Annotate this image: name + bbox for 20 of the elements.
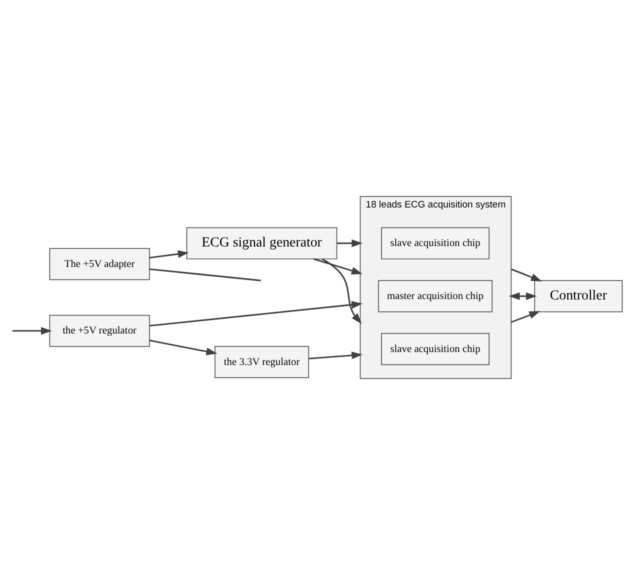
- node-box: master acquisition chip: [378, 280, 493, 312]
- node-box: the +5V regulator: [49, 314, 150, 347]
- node-box: ECG signal generator: [186, 227, 338, 260]
- arrow: [510, 311, 540, 323]
- arrow: [508, 292, 537, 300]
- arrow: [150, 300, 363, 327]
- node-box: slave acquisition chip: [381, 333, 490, 366]
- arrow: [337, 239, 363, 248]
- connector: [149, 268, 261, 282]
- node-box: the 3.3V regulator: [214, 346, 310, 378]
- node-box: The +5V adapter: [49, 248, 150, 280]
- arrow: [322, 258, 362, 324]
- arrow: [12, 327, 52, 335]
- arrow: [149, 250, 189, 258]
- arrow: [308, 352, 363, 360]
- node-box: Controller: [534, 280, 623, 312]
- arrow: [510, 268, 542, 282]
- arrow: [313, 258, 363, 274]
- arrow: [149, 340, 218, 356]
- node-box: slave acquisition chip: [381, 227, 490, 260]
